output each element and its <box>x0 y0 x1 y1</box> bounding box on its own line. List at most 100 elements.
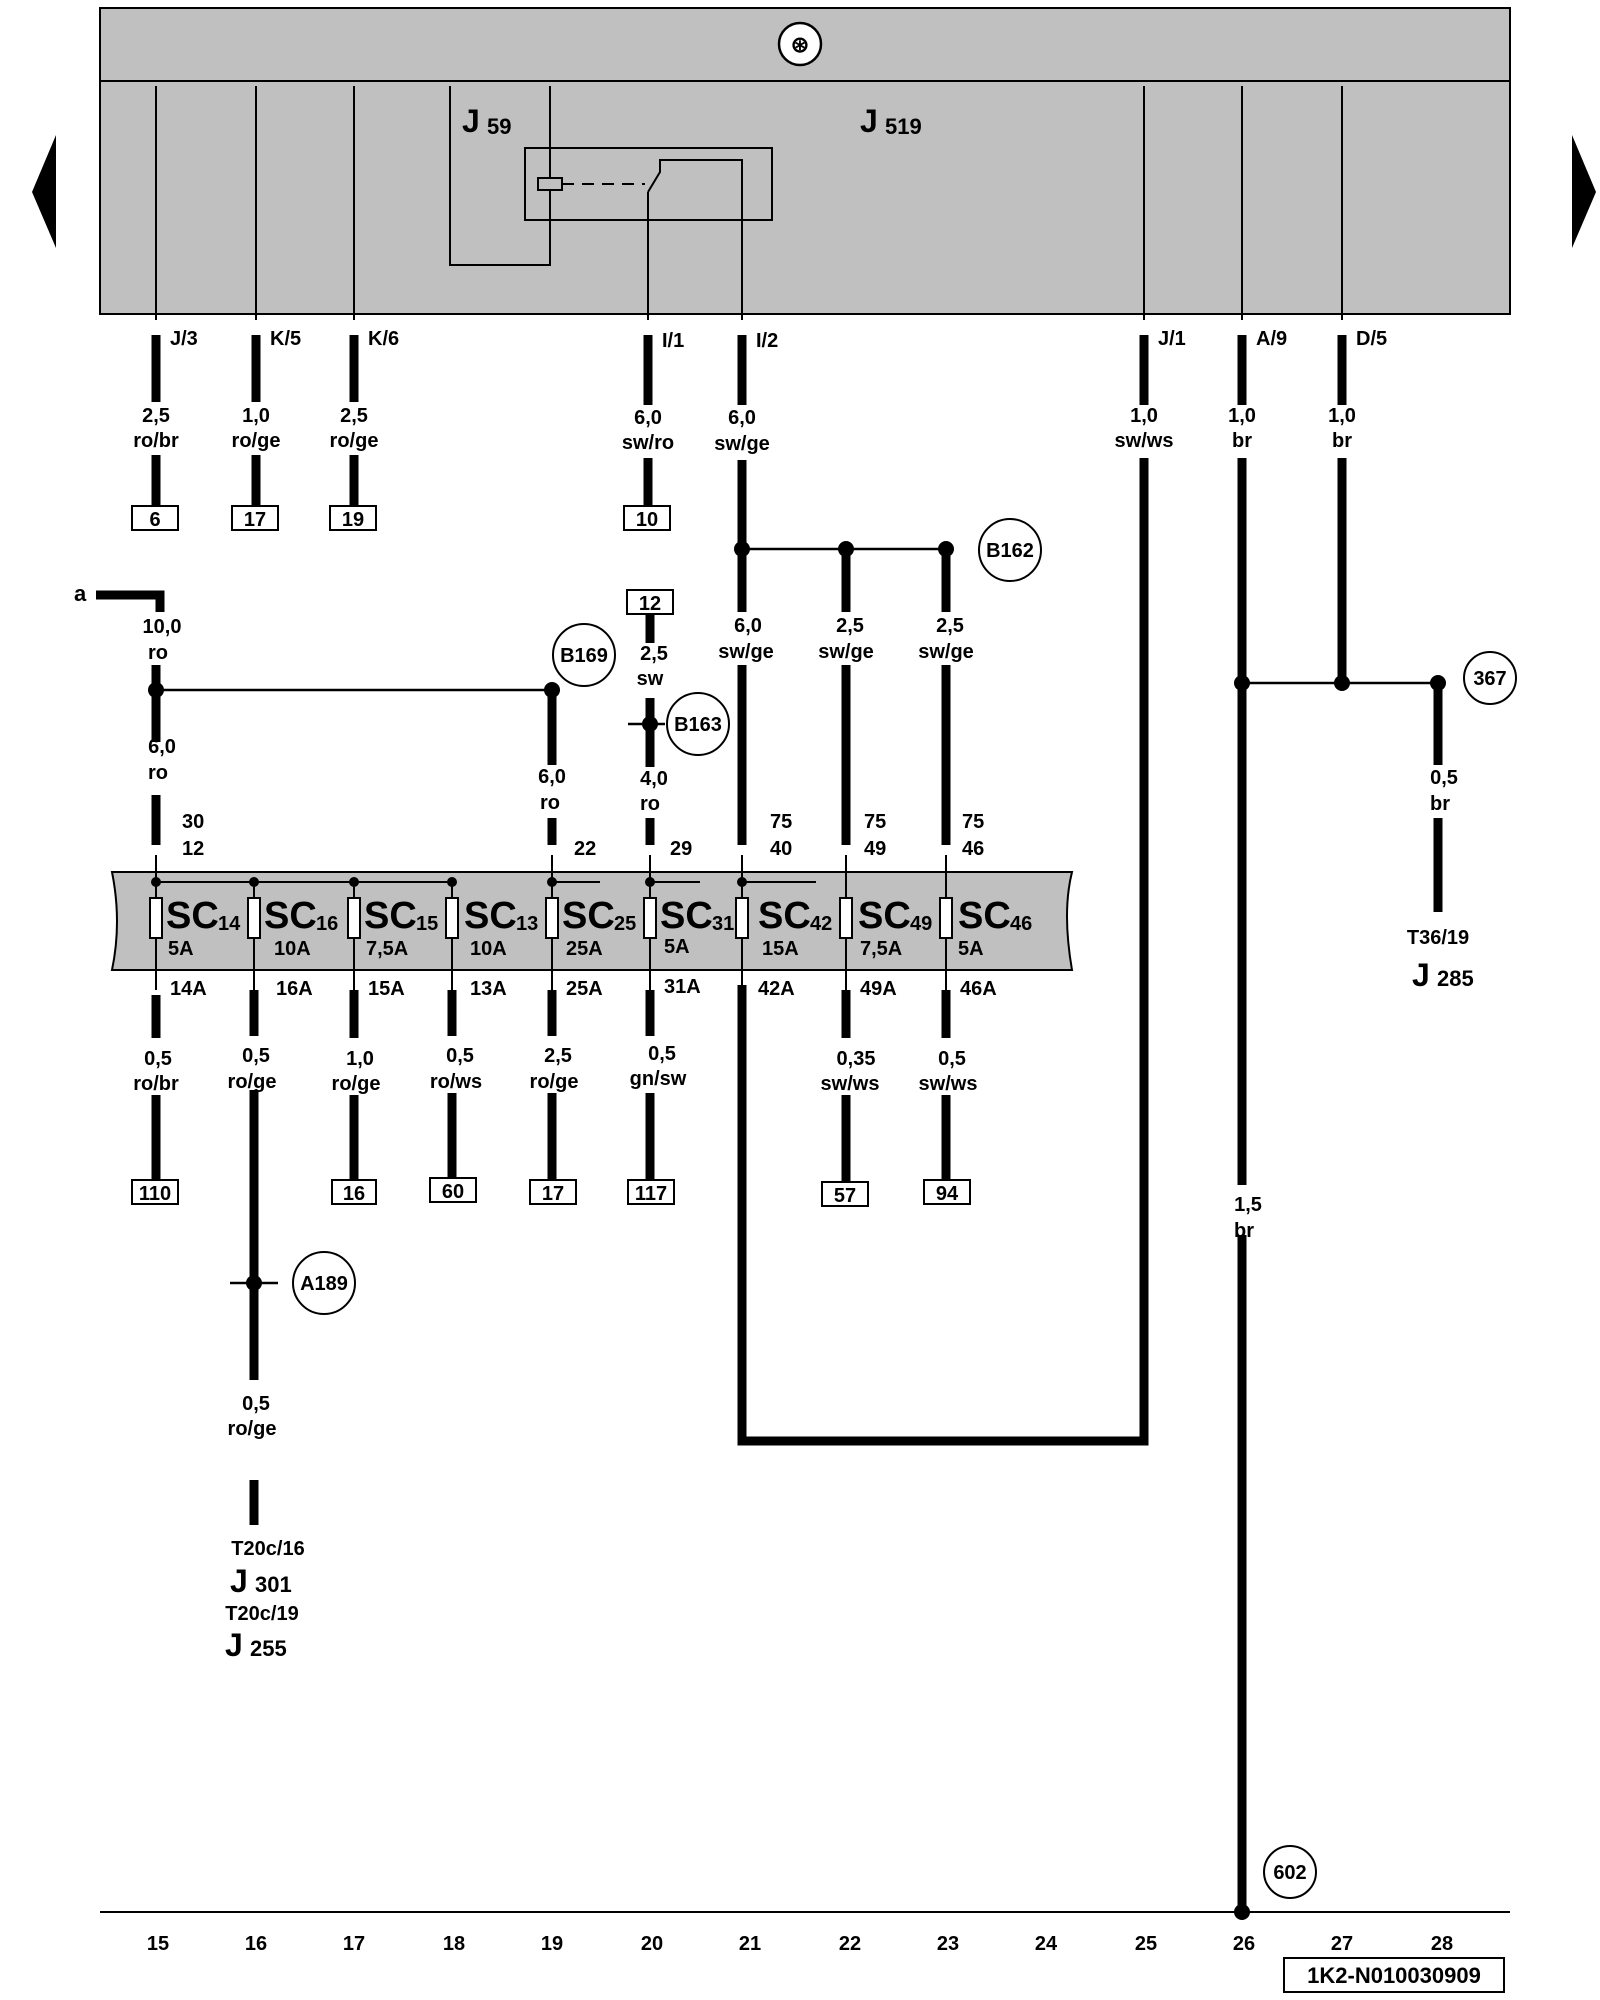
wire-color: sw/ge <box>714 433 770 455</box>
track-number: 28 <box>1431 1933 1453 1955</box>
wire-color: sw/ge <box>818 641 874 663</box>
pin-label: 46 <box>962 838 984 860</box>
diagram-id: 1K2-N010030909 <box>1307 1963 1481 1988</box>
destinations: T36/19 J 285 T20c/16 J 301 T20c/19 J 255 <box>225 927 1474 1663</box>
wire-color: sw <box>637 668 664 690</box>
splice-b162: B162 <box>986 540 1034 562</box>
prev-page-arrow-icon[interactable] <box>32 135 56 248</box>
connector-label: D/5 <box>1356 328 1387 350</box>
diagram-id-box <box>1283 1957 1505 1993</box>
wire-size: 0,5 <box>446 1045 474 1067</box>
reference-box: 16 <box>343 1183 365 1205</box>
wire-size: 1,0 <box>346 1048 374 1070</box>
wire-size: 1,0 <box>1328 405 1356 427</box>
fuse-number: 49 <box>910 913 932 935</box>
fuse-output: 49A <box>860 978 897 1000</box>
wire-size: 10,0 <box>143 616 182 638</box>
middle-wire-labels: a 10,0 ro 6,0 ro 6,0 ro 2,5 sw 4,0 ro 6,… <box>74 581 1458 815</box>
wire-size: 6,0 <box>538 766 566 788</box>
wire-color: ro <box>148 642 168 664</box>
pin-label: 12 <box>182 838 204 860</box>
wire-size: 6,0 <box>148 736 176 758</box>
fuse-sc-label: SC <box>166 895 219 937</box>
splice-602: 602 <box>1273 1862 1306 1884</box>
wire-size: 2,5 <box>640 643 668 665</box>
relay-j59 <box>449 86 773 266</box>
reference-box: 12 <box>639 593 661 615</box>
reference-box: 60 <box>442 1181 464 1203</box>
fuse-output: 16A <box>276 978 313 1000</box>
wire-size: 2,5 <box>936 615 964 637</box>
fuse-number: 42 <box>810 913 832 935</box>
fuse-output: 25A <box>566 978 603 1000</box>
reference-box: 17 <box>542 1183 564 1205</box>
track-number: 19 <box>541 1933 563 1955</box>
ground-symbol-icon <box>777 21 823 67</box>
module-letter: J <box>860 103 878 139</box>
splice-367: 367 <box>1473 668 1506 690</box>
wire-color: gn/sw <box>630 1068 687 1090</box>
fuse-output: 15A <box>368 978 405 1000</box>
pin-label: 75 <box>770 811 792 833</box>
fuse-number: 14 <box>218 913 241 935</box>
relay-number: 59 <box>487 114 511 139</box>
fuse-number: 25 <box>614 913 636 935</box>
fuse-sc-label: SC <box>660 895 713 937</box>
fuse-amperage: 25A <box>566 938 603 960</box>
dest-num: 255 <box>250 1636 287 1661</box>
connector-label: K/6 <box>368 328 399 350</box>
pin-label: 30 <box>182 811 204 833</box>
wires <box>96 335 1443 1912</box>
reference-box: 117 <box>635 1183 667 1205</box>
junction-dots <box>148 541 1446 1920</box>
wire-size: 0,5 <box>1430 767 1458 789</box>
wire-size: 6,0 <box>728 407 756 429</box>
connector-label: J/1 <box>1158 328 1186 350</box>
wire-size: 2,5 <box>544 1045 572 1067</box>
wire-color: ro/br <box>133 1073 179 1095</box>
splice-points: B162 B169 B163 367 A189 602 <box>292 518 1517 1899</box>
reference-box: 57 <box>834 1185 856 1207</box>
wire-color: ro/br <box>133 430 179 452</box>
fuse-amperage: 15A <box>762 938 799 960</box>
fuse-number: 46 <box>1010 913 1032 935</box>
fuse-output: 14A <box>170 978 207 1000</box>
connector-label: I/2 <box>756 330 778 352</box>
fuse-output: 46A <box>960 978 997 1000</box>
track-number: 18 <box>443 1933 465 1955</box>
wire-color: ro/ge <box>228 1071 277 1093</box>
track-number: 24 <box>1035 1933 1058 1955</box>
next-page-arrow-icon[interactable] <box>1572 135 1596 248</box>
wire-size: 0,5 <box>938 1048 966 1070</box>
wire-size: 1,5 <box>1234 1194 1262 1216</box>
wire-size: 4,0 <box>640 768 668 790</box>
wire-size: 0,5 <box>242 1393 270 1415</box>
fuse-amperage: 5A <box>958 938 984 960</box>
connector-label: A/9 <box>1256 328 1287 350</box>
dest-num: 285 <box>1437 966 1474 991</box>
wire-size: 2,5 <box>142 405 170 427</box>
wire-color: ro/ge <box>330 430 379 452</box>
fuse-outputs: 14A 16A 15A 13A 25A 31A 42A 49A 46A <box>170 976 997 1000</box>
pin-label: 75 <box>962 811 984 833</box>
wire-color: sw/ws <box>1115 430 1174 452</box>
fuse-sc-label: SC <box>958 895 1011 937</box>
wire-size: 2,5 <box>340 405 368 427</box>
bottom-reference-boxes: 110 16 60 17 117 57 94 <box>131 1177 971 1207</box>
wire-color: br <box>1232 430 1252 452</box>
splice-b169: B169 <box>560 645 608 667</box>
fuse-amperage: 5A <box>664 936 690 958</box>
terminal-a: a <box>74 581 87 606</box>
fuse-amperage: 7,5A <box>366 938 408 960</box>
wire-size: 1,0 <box>242 405 270 427</box>
wire-color: ro <box>148 762 168 784</box>
track-number: 22 <box>839 1933 861 1955</box>
top-reference-boxes: 6 17 19 10 12 <box>131 505 674 615</box>
fuse-output: 31A <box>664 976 701 998</box>
fuse-sc-label: SC <box>264 895 317 937</box>
wire-color: br <box>1332 430 1352 452</box>
relay-letter: J <box>462 103 480 139</box>
wire-size: 0,5 <box>648 1043 676 1065</box>
dest-comp: J <box>225 1627 243 1663</box>
